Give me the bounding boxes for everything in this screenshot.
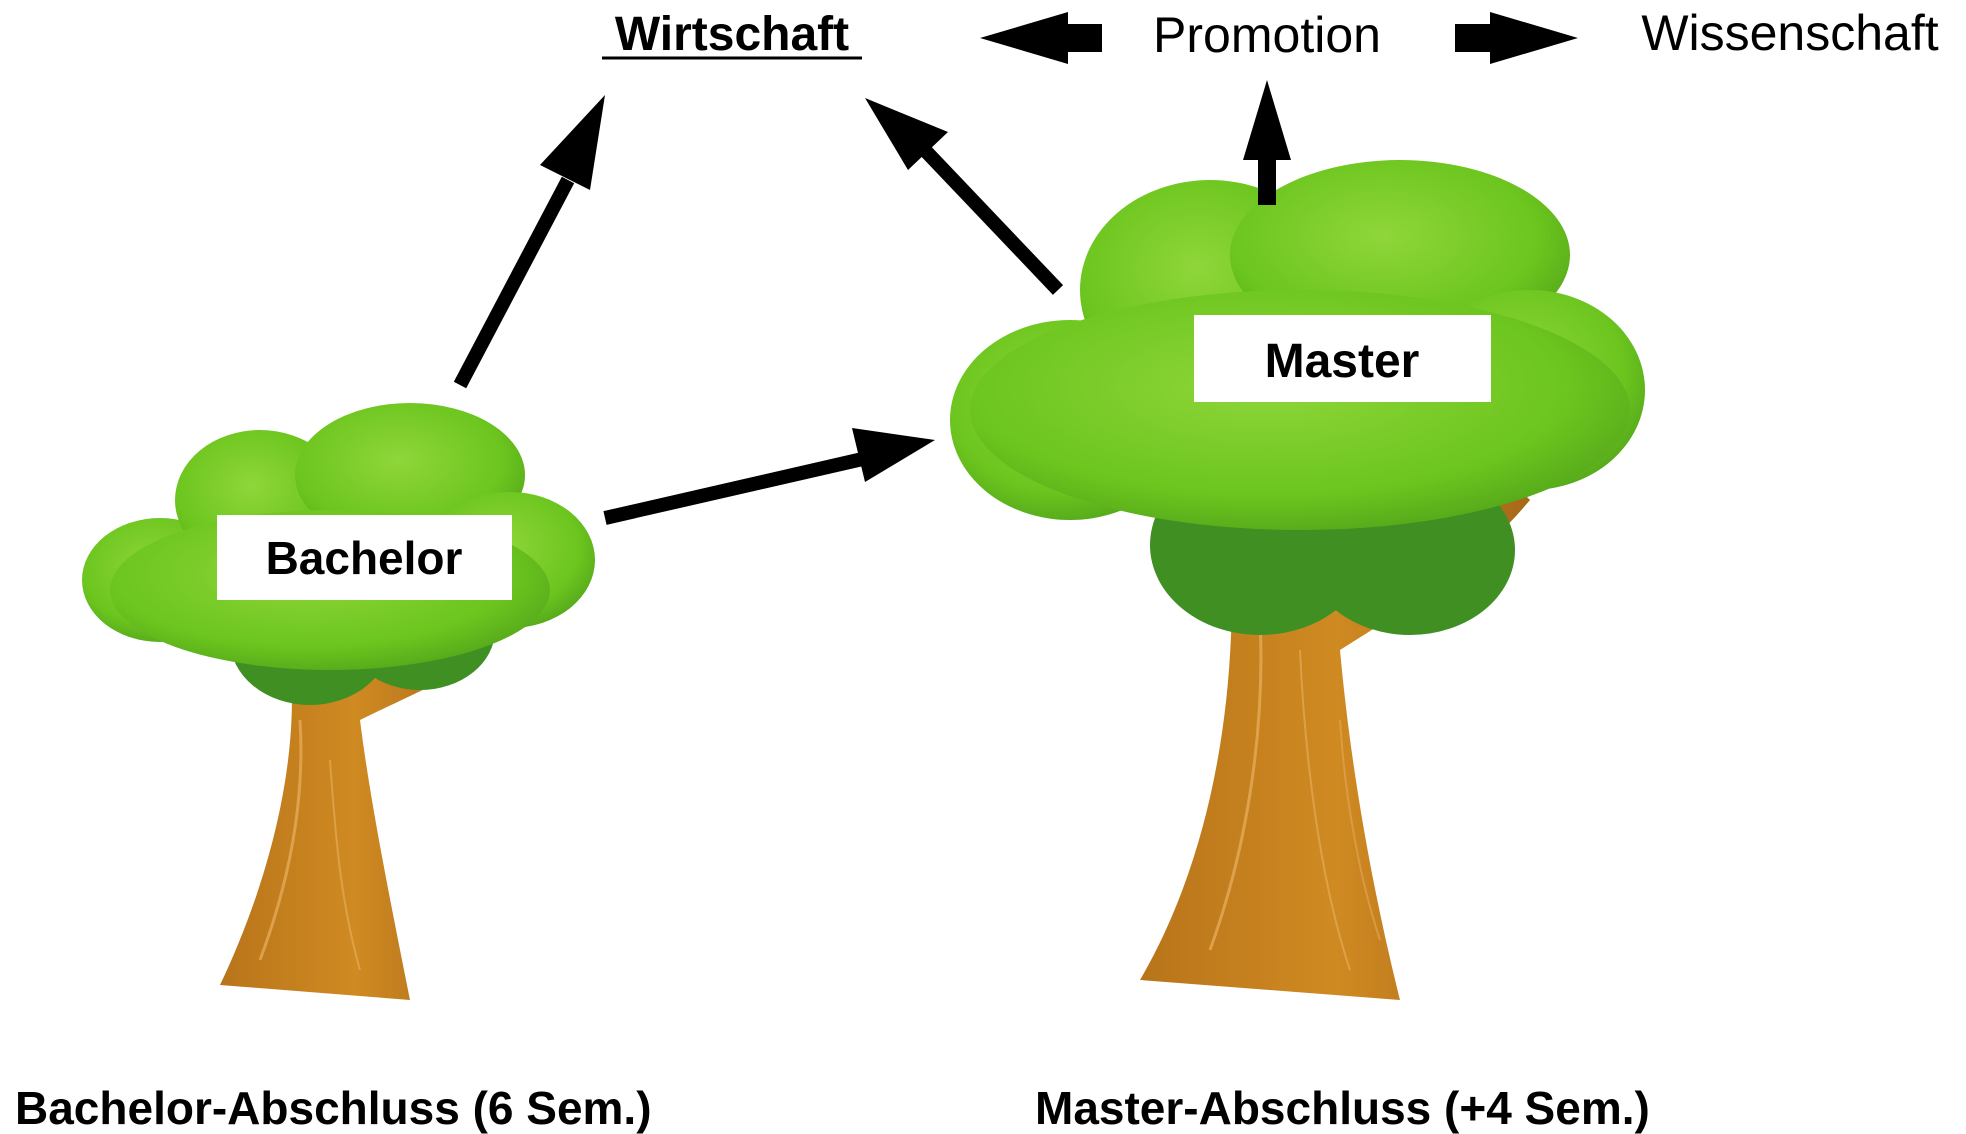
wissenschaft-label: Wissenschaft xyxy=(1641,5,1938,61)
master-label-box: Master xyxy=(1194,315,1491,402)
arrow-master-to-promotion xyxy=(1243,80,1291,205)
master-caption: Master-Abschluss (+4 Sem.) xyxy=(1035,1082,1650,1134)
wirtschaft-label: Wirtschaft xyxy=(615,8,849,61)
master-label: Master xyxy=(1265,335,1420,388)
bachelor-label: Bachelor xyxy=(266,532,463,584)
bachelor-tree: Bachelor xyxy=(82,403,595,1000)
arrow-master-to-wirtschaft xyxy=(865,98,1064,295)
wirtschaft-node: Wirtschaft xyxy=(602,8,862,61)
arrow-bachelor-to-wirtschaft xyxy=(453,95,605,389)
promotion-label: Promotion xyxy=(1153,7,1381,63)
arrow-promotion-to-wissenschaft xyxy=(1455,12,1578,64)
bachelor-caption: Bachelor-Abschluss (6 Sem.) xyxy=(15,1082,652,1134)
master-tree: Master xyxy=(950,160,1645,1000)
arrow-bachelor-to-master xyxy=(603,428,935,525)
arrow-promotion-to-wirtschaft xyxy=(980,12,1102,64)
bachelor-trunk xyxy=(220,620,490,1000)
bachelor-label-box: Bachelor xyxy=(217,515,512,600)
